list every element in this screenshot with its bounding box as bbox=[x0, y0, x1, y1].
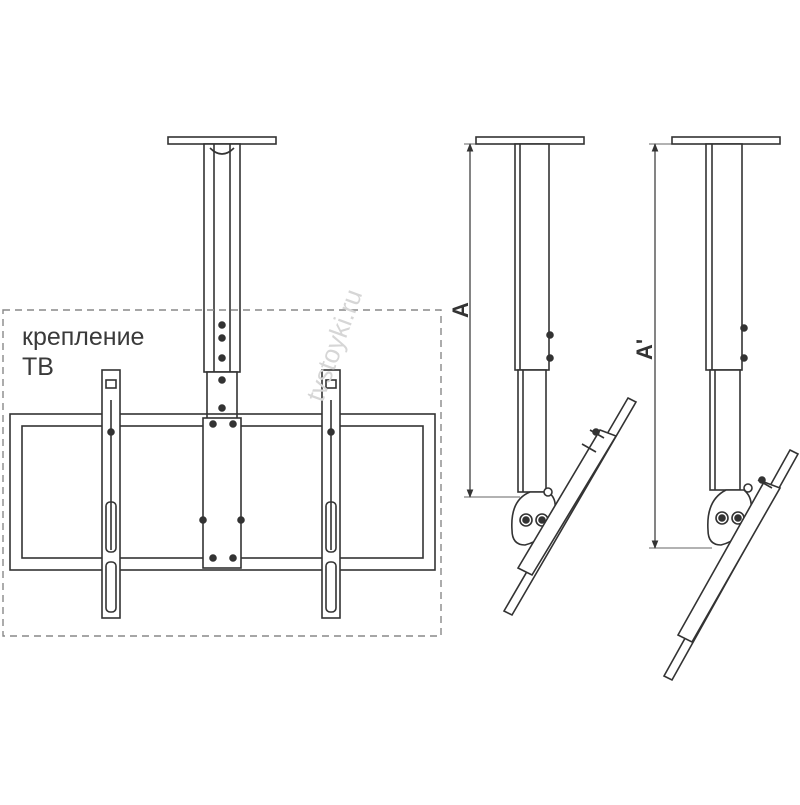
tv-frame-outer bbox=[9, 413, 436, 571]
dimension-a-prime-label: A' bbox=[632, 339, 657, 360]
ceiling-plate bbox=[167, 136, 277, 145]
center-plate bbox=[202, 417, 242, 569]
right-tv-bracket bbox=[321, 369, 341, 619]
dimension-a-prime bbox=[649, 143, 712, 549]
dimension-a bbox=[464, 143, 520, 498]
upper-pole bbox=[203, 143, 241, 373]
tv-mount-label-line1: крепление bbox=[22, 323, 145, 351]
tv-mount-label: крепление ТВ bbox=[22, 322, 144, 382]
tv-mount-label-line2: ТВ bbox=[22, 353, 54, 381]
left-tv-bracket bbox=[101, 369, 121, 619]
tv-mount-outline bbox=[2, 309, 442, 637]
lower-pole bbox=[206, 371, 238, 421]
dimension-a-label: A bbox=[448, 302, 473, 318]
front-view bbox=[9, 136, 436, 619]
side-view-a bbox=[475, 136, 638, 617]
side-view-a-prime bbox=[662, 136, 800, 682]
